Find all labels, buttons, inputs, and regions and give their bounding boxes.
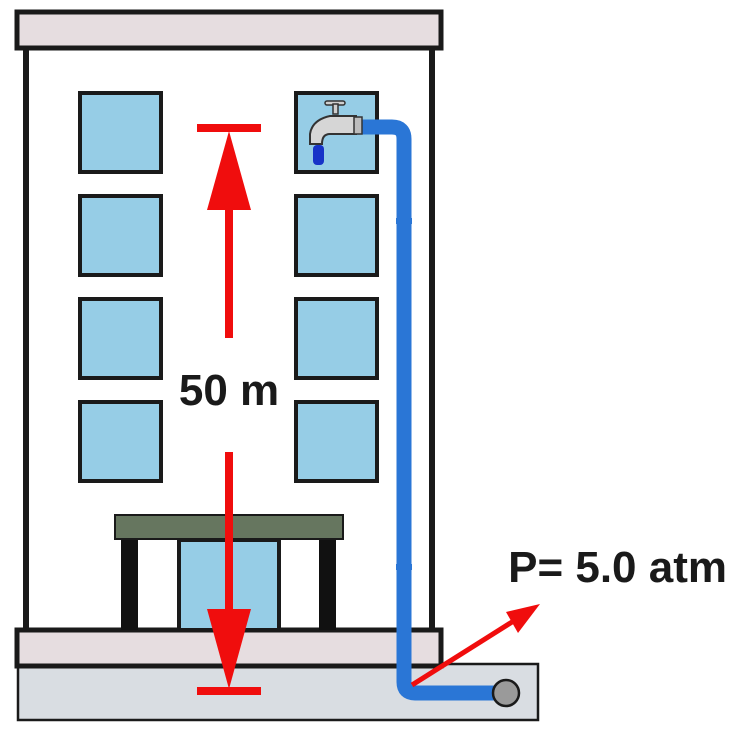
up-arrowhead [207,131,251,210]
window [294,297,379,380]
pipe-coupling [396,218,412,224]
left-windows [78,91,163,483]
entrance-pillar [121,538,138,630]
window [78,91,163,174]
height-dimension [197,124,261,695]
window [78,297,163,380]
pressure-arrow [410,604,540,688]
window [78,194,163,277]
window [78,400,163,483]
right-windows [294,91,379,483]
pipe-coupling [396,564,412,570]
water-pipe [360,119,505,701]
window [294,400,379,483]
pressure-label: P= 5.0 atm [508,543,727,592]
entrance-pillar [319,538,336,630]
height-label: 50 m [179,366,279,415]
roof-band [14,9,444,51]
down-arrowhead [207,609,251,689]
window [294,194,379,277]
faucet-icon [309,100,363,165]
water-drop [313,145,324,165]
pipe-end-cap-icon [491,678,521,708]
